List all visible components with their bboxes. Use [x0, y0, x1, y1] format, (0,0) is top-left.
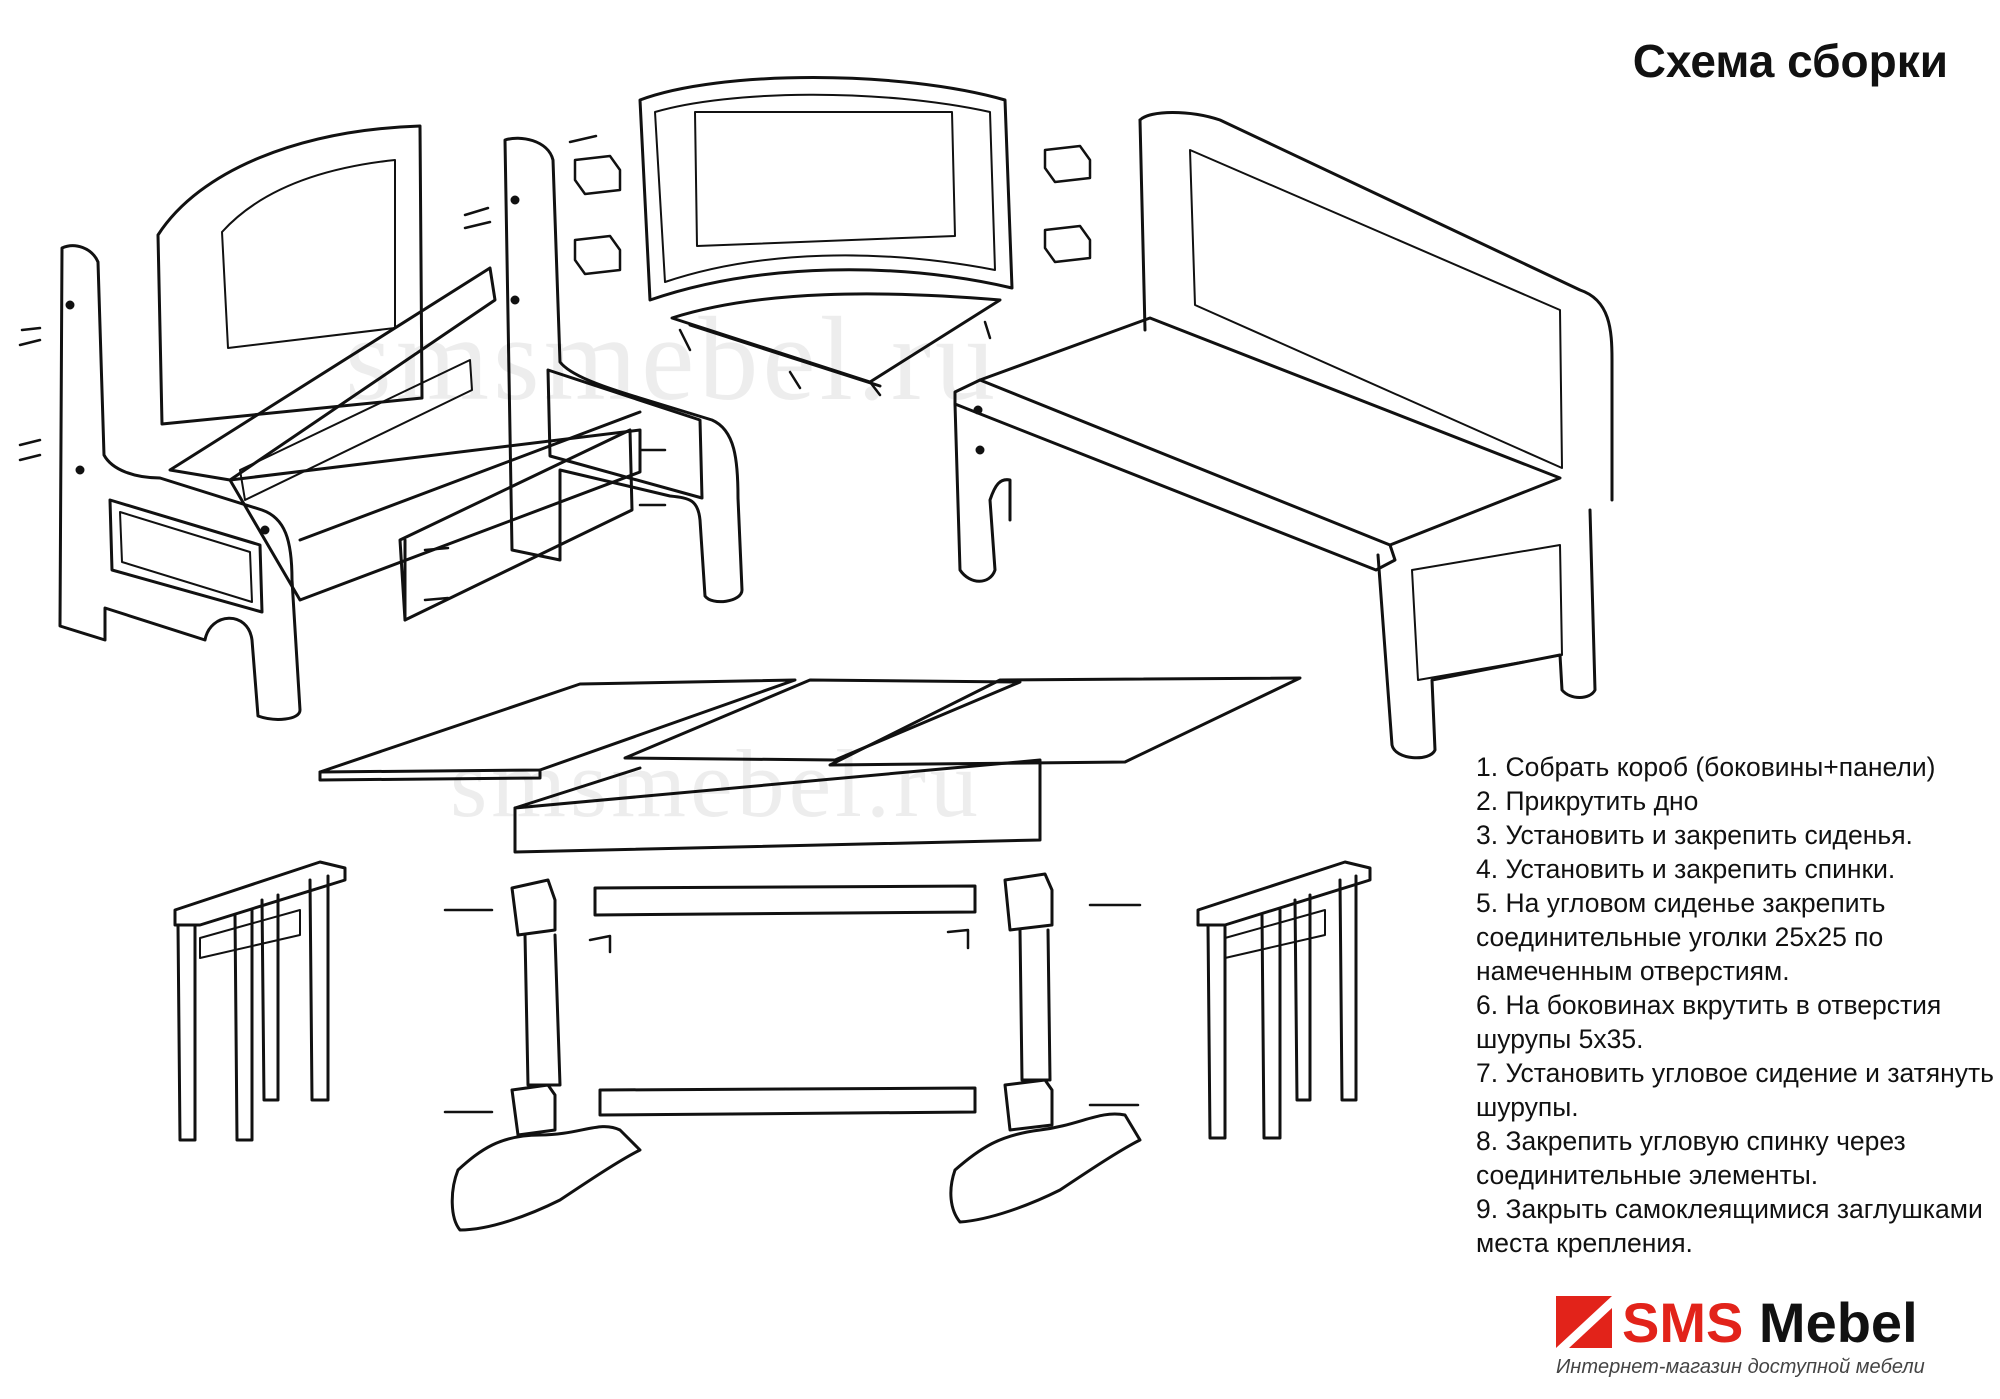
left-bench [18, 124, 744, 721]
step-item: 8. Закрепить угловую спинку через соедин… [1476, 1126, 1906, 1190]
brand-logo: SMS Mebel Интернет-магазин доступной меб… [1556, 1290, 1976, 1380]
step-item: 6. На боковинах вкрутить в отверстия шур… [1476, 990, 1942, 1054]
right-stool [1196, 860, 1372, 1140]
logo-sms: SMS [1622, 1291, 1744, 1354]
assembly-steps-list: 1. Собрать короб (боковины+панели) 2. Пр… [1476, 750, 1996, 1260]
page-title: Схема сборки [1632, 35, 1948, 87]
step-item: 7. Установить угловое сидение и затянуть… [1476, 1058, 1994, 1122]
watermark-upper: smsmebel.ru [345, 292, 999, 425]
logo-mark-icon [1556, 1296, 1612, 1348]
step-item: 1. Собрать короб (боковины+панели) [1476, 752, 1936, 782]
step-item: 2. Прикрутить дно [1476, 786, 1699, 816]
logo-tagline: Интернет-магазин доступной мебели [1556, 1356, 1925, 1378]
table-top [318, 676, 1302, 854]
logo-wordmark: SMS Mebel [1622, 1290, 1918, 1355]
step-item: 4. Установить и закрепить спинки. [1476, 854, 1896, 884]
logo-mebel: Mebel [1758, 1291, 1918, 1354]
left-stool [173, 860, 347, 1142]
step-item: 5. На угловом сиденье закрепить соединит… [1476, 888, 1886, 986]
watermark-lower: smsmebel.ru [450, 730, 982, 837]
table-base [443, 872, 1142, 1232]
corner-back [573, 76, 1092, 397]
right-bench [953, 111, 1614, 760]
step-item: 3. Установить и закрепить сиденья. [1476, 820, 1913, 850]
step-item: 9. Закрыть самоклеящимися заглушками мес… [1476, 1194, 1983, 1258]
